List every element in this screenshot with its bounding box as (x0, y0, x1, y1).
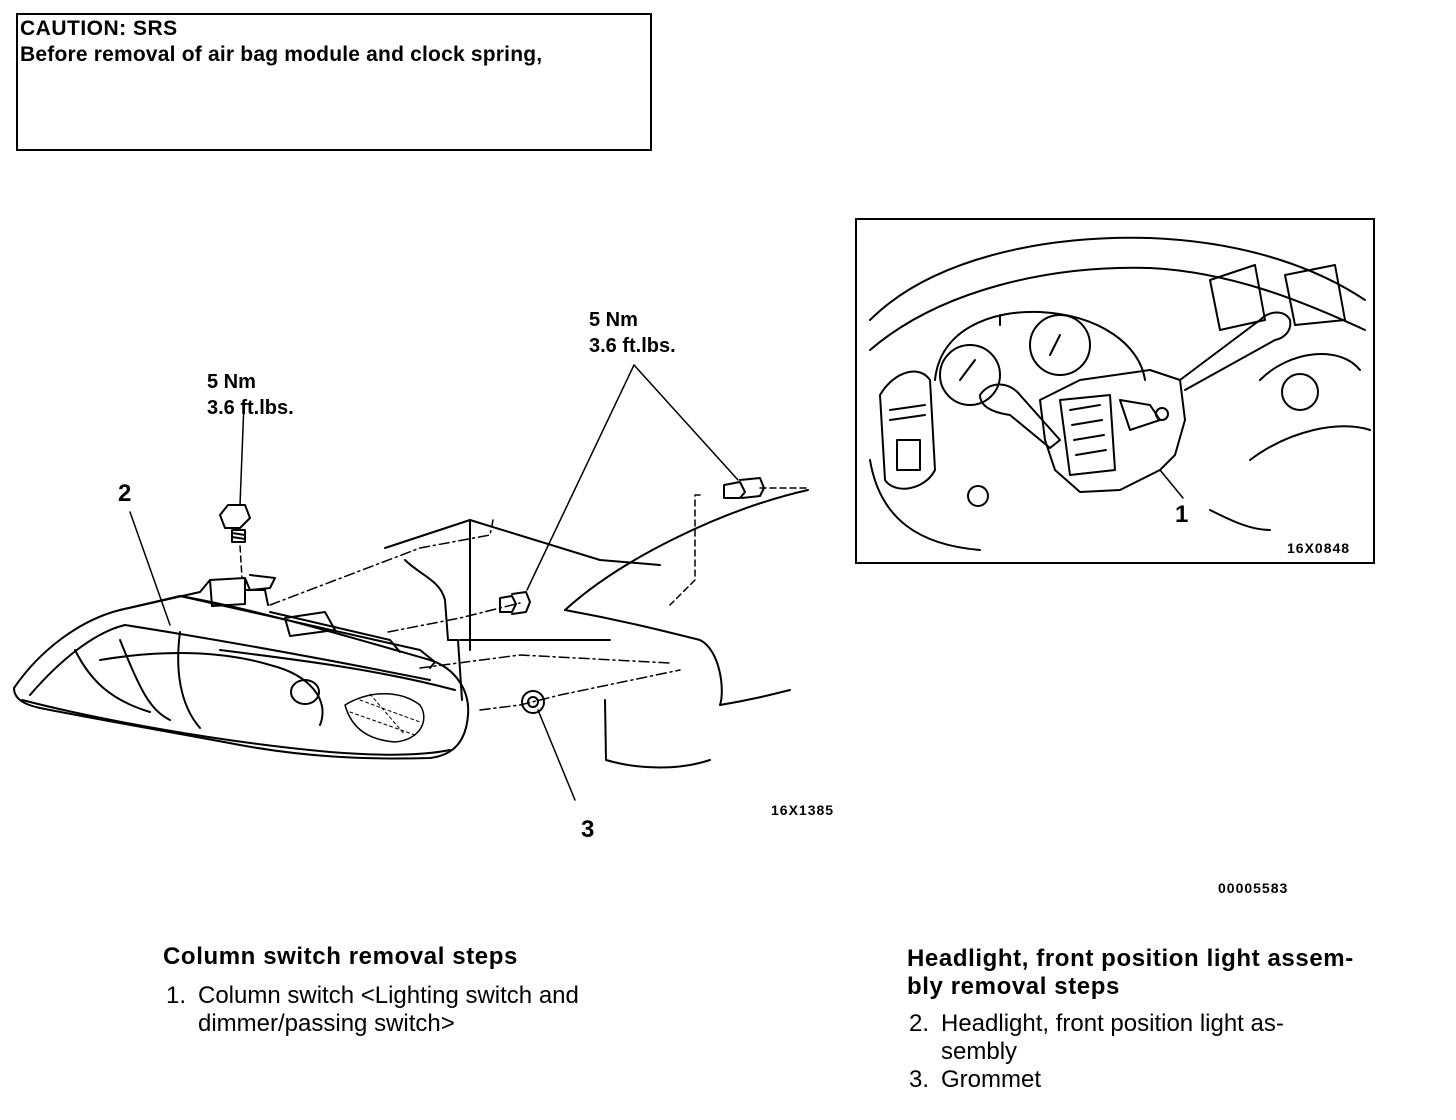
left-lever (979, 383, 1061, 449)
step-number: 2. (909, 1010, 930, 1037)
step-text-continued: sembly (941, 1038, 1018, 1065)
step-text: Grommet (941, 1066, 1042, 1093)
headlight-steps-heading: Headlight, front position light assem- (907, 945, 1354, 972)
step-number: 1. (166, 982, 187, 1009)
mounting-bracket (119, 574, 276, 611)
caution-title: CAUTION: SRS (20, 17, 178, 40)
figure-code-headlight: 16X1385 (771, 802, 835, 818)
step-text: Column switch <Lighting switch and (198, 982, 579, 1009)
step-number: 3. (909, 1066, 930, 1093)
right-lever (1179, 311, 1292, 391)
grommet (521, 690, 545, 714)
document-code: 00005583 (1218, 880, 1289, 896)
callout-2: 2 (118, 480, 132, 507)
caution-box (16, 13, 652, 151)
torque-left-ftlbs: 3.6 ft.lbs. (207, 397, 294, 419)
callout-3: 3 (581, 816, 595, 843)
callout-1: 1 (1175, 501, 1189, 528)
step-text: Headlight, front position light as- (941, 1010, 1284, 1037)
step-text-continued: dimmer/passing switch> (198, 1010, 455, 1037)
torque-left-nm: 5 Nm (207, 371, 256, 393)
headlight-steps-heading-continued: bly removal steps (907, 973, 1120, 1000)
column-switch-steps-heading: Column switch removal steps (163, 943, 518, 970)
column-switch-frame (855, 218, 1375, 564)
bolt-middle (499, 591, 531, 615)
figure-code-column-switch: 16X0848 (1287, 540, 1351, 556)
column-switch (1039, 369, 1186, 493)
torque-right-nm: 5 Nm (589, 309, 638, 331)
caution-text: Before removal of air bag module and clo… (20, 43, 543, 66)
bolt-left (219, 504, 251, 543)
torque-right-ftlbs: 3.6 ft.lbs. (589, 335, 676, 357)
